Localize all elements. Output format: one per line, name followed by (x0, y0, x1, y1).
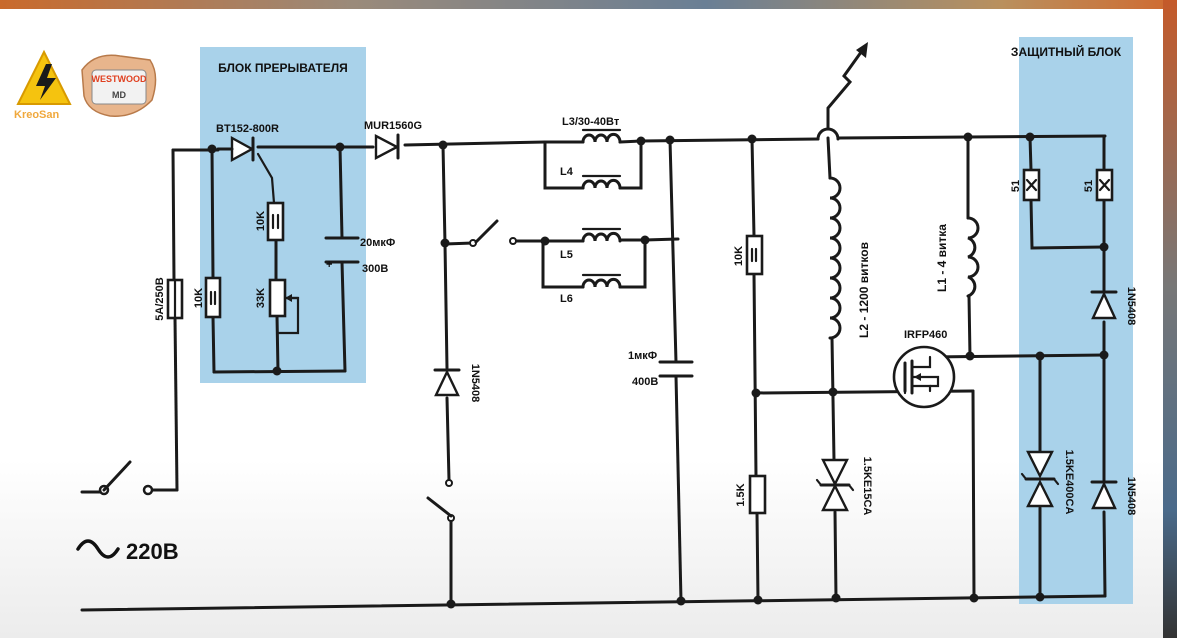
resistor-10k-bias-label: 10K (733, 246, 745, 266)
kreosan-logo-text: KreoSan (14, 109, 60, 121)
inductor-l5 (581, 227, 622, 243)
inductor-l1-label: L1 - 4 витка (935, 224, 949, 292)
inductor-l3 (581, 128, 622, 144)
capacitor-1uf (658, 360, 694, 378)
diode-1n5408-protection-top (1090, 290, 1118, 320)
resistor-10k-gate (266, 201, 285, 242)
resistor-10k-interrupter-label: 10K (193, 288, 205, 308)
westwood-logo: WESTWOOD MD (81, 54, 157, 117)
inductor-l6-label: L6 (560, 293, 573, 305)
resistor-1-5k-label: 1.5K (735, 483, 747, 506)
diode-mur1560g-label: MUR1560G (364, 120, 422, 132)
inductor-l2 (828, 176, 842, 340)
mains-voltage-label: 220В (126, 539, 179, 564)
protection-block-title: ЗАЩИТНЫЙ БЛОК (1011, 44, 1122, 59)
right-border-strip (1163, 0, 1177, 638)
interrupter-block-title: БЛОК ПРЕРЫВАТЕЛЯ (218, 61, 348, 75)
diode-mur1560g (374, 133, 400, 160)
westwood-logo-subtext: MD (112, 90, 126, 100)
capacitor-20uf (324, 236, 360, 264)
inductor-l4 (581, 174, 622, 190)
thyristor-label: BT152-800R (216, 123, 279, 135)
westwood-logo-text: WESTWOOD (92, 74, 147, 84)
protection-block-area (1019, 37, 1133, 604)
potentiometer-33k-label: 33K (255, 288, 267, 308)
inductor-l6 (581, 273, 622, 289)
capacitor-20uf-plus: + (326, 259, 332, 271)
diode-1n5408-protection-bottom-label: 1N5408 (1125, 477, 1137, 516)
inductor-l2-label: L2 - 1200 витков (857, 242, 871, 338)
resistor-10k-gate-label: 10K (255, 211, 267, 231)
fuse-symbol (166, 278, 184, 320)
mosfet-label: IRFP460 (904, 329, 947, 341)
diode-1n5408-protection-bottom (1090, 480, 1118, 510)
resistor-1-5k (748, 474, 767, 515)
coil-switch-bottom (426, 479, 455, 522)
diode-1n5408-left (433, 368, 461, 397)
tvs-diode-1-5ke15ca (815, 458, 855, 512)
thyristor-bt152 (216, 135, 255, 163)
ac-source-icon (76, 539, 120, 559)
fuse-label: 5А/250В (154, 277, 166, 320)
resistor-51-left (1022, 168, 1041, 202)
mains-switch (80, 460, 154, 496)
tvs-diode-1-5ke400ca (1020, 450, 1060, 508)
inductor-l1 (966, 216, 980, 298)
coil-switch-top (469, 219, 517, 247)
tvs-diode-1-5ke15ca-label: 1.5KE15CA (861, 457, 873, 516)
top-border-strip (0, 0, 1177, 9)
diode-1n5408-left-label: 1N5408 (469, 364, 481, 403)
diode-1n5408-protection-top-label: 1N5408 (1125, 287, 1137, 326)
resistor-10k-interrupter (204, 276, 222, 319)
capacitor-20uf-label: 20мкФ (360, 237, 395, 249)
resistor-51-right (1095, 168, 1114, 202)
resistor-51-right-label: 51 (1083, 180, 1095, 192)
capacitor-1uf-voltage: 400В (632, 376, 658, 388)
resistor-51-left-label: 51 (1010, 180, 1022, 192)
resistor-10k-bias (745, 234, 764, 276)
inductor-l4-label: L4 (560, 166, 574, 178)
spark-arrow-icon (826, 42, 868, 130)
kreosan-logo: KreoSan (14, 49, 72, 121)
capacitor-1uf-label: 1мкФ (628, 350, 657, 362)
mosfet-irfp460 (892, 345, 956, 409)
potentiometer-33k (268, 278, 300, 318)
inductor-l5-label: L5 (560, 249, 573, 261)
inductor-l3-label: L3/30-40Вт (562, 116, 620, 128)
capacitor-20uf-voltage: 300В (362, 263, 388, 275)
tvs-diode-1-5ke400ca-label: 1.5KE400CA (1063, 450, 1075, 515)
junction-dots (207, 132, 1109, 609)
